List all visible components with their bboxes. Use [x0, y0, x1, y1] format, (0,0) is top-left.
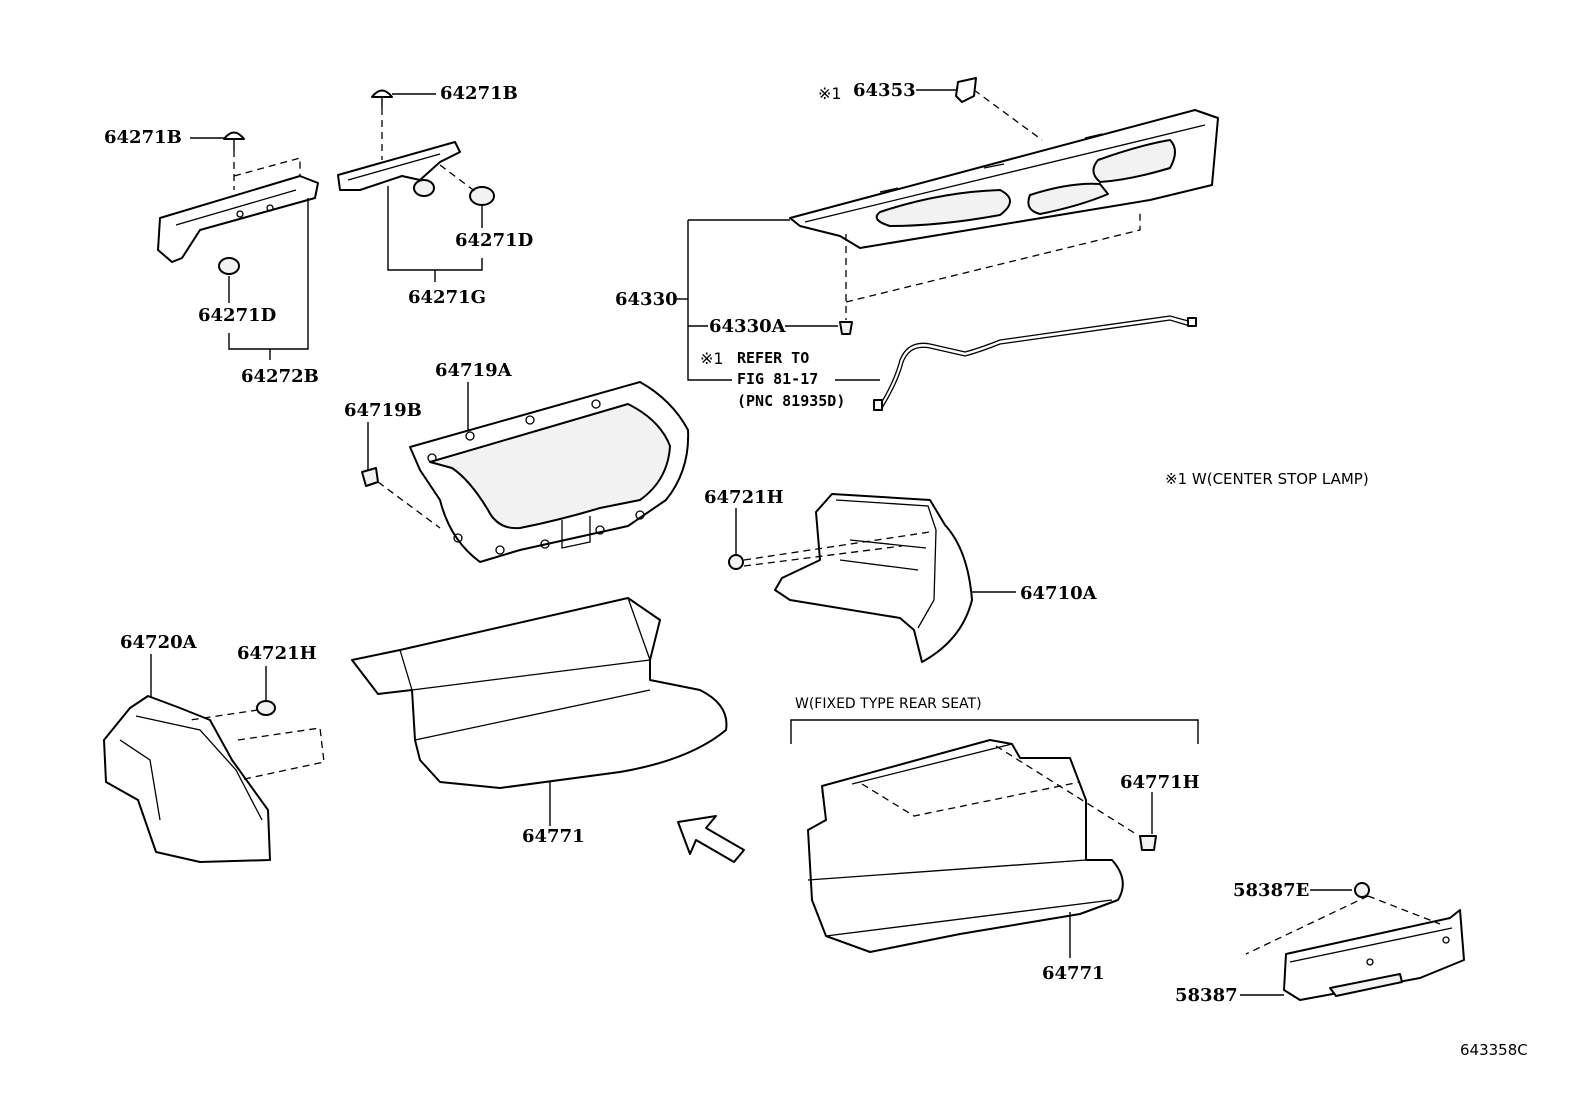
- part-64771-trunk-mat-fixed-seat: [807, 739, 1124, 953]
- clip-64721H-left: [256, 700, 276, 716]
- label-64719B: 64719B: [344, 400, 422, 421]
- label-64271B-right: 64271B: [440, 83, 518, 104]
- direction-arrow: [677, 815, 745, 863]
- label-64721H-left: 64721H: [237, 643, 317, 664]
- label-58387E: 58387E: [1233, 880, 1310, 901]
- part-58387-scuff-plate: [1283, 909, 1465, 1001]
- label-64771-center: 64771: [522, 826, 585, 847]
- mark-refer: ※1: [700, 349, 724, 368]
- part-64771-trunk-mat-center: [351, 597, 728, 789]
- part-64720A-side-trim: [103, 695, 271, 863]
- label-64271D-right: 64271D: [455, 230, 534, 251]
- reference-line-2: FIG 81-17: [737, 370, 819, 388]
- clip-64271B-left: [223, 131, 245, 150]
- label-64721H-right: 64721H: [704, 487, 784, 508]
- label-64330A: 64330A: [709, 316, 786, 337]
- label-64720A: 64720A: [120, 632, 197, 653]
- label-58387: 58387: [1175, 985, 1238, 1006]
- label-64710A: 64710A: [1020, 583, 1097, 604]
- part-64353-bracket: [955, 77, 977, 103]
- clip-64719B: [361, 467, 379, 487]
- label-64330: 64330: [615, 289, 678, 310]
- figure-id: 643358C: [1460, 1041, 1528, 1059]
- clip-64271D-left: [218, 257, 240, 275]
- clip-64721H-right: [728, 554, 744, 570]
- label-64271G: 64271G: [408, 287, 486, 308]
- note-fixed-type-rear-seat: W(FIXED TYPE REAR SEAT): [795, 696, 982, 712]
- reference-line-1: REFER TO: [737, 349, 810, 367]
- reference-line-3: (PNC 81935D): [737, 392, 846, 410]
- label-64771H: 64771H: [1120, 772, 1200, 793]
- part-64272B-bracket: [157, 175, 319, 263]
- clip-64771H: [1139, 835, 1157, 851]
- wire-harness: [873, 315, 1197, 411]
- part-64271G-bracket: [337, 141, 461, 197]
- part-64710A-side-trim: [774, 493, 973, 663]
- mark-64353: ※1: [818, 84, 842, 103]
- label-64271D-left: 64271D: [198, 305, 277, 326]
- label-64771-fixed-seat: 64771: [1042, 963, 1105, 984]
- label-64271B-left: 64271B: [104, 127, 182, 148]
- clip-58387E: [1354, 882, 1370, 898]
- clip-64330A: [839, 321, 853, 335]
- part-64330-package-tray: [789, 109, 1219, 249]
- note-center-stop-lamp: ※1 W(CENTER STOP LAMP): [1165, 470, 1369, 488]
- label-64353: 64353: [853, 80, 916, 101]
- label-64719A: 64719A: [435, 360, 512, 381]
- label-64272B: 64272B: [241, 366, 319, 387]
- part-64719A-trunk-lid-trim: [409, 381, 690, 563]
- clip-64271B-right: [371, 89, 393, 108]
